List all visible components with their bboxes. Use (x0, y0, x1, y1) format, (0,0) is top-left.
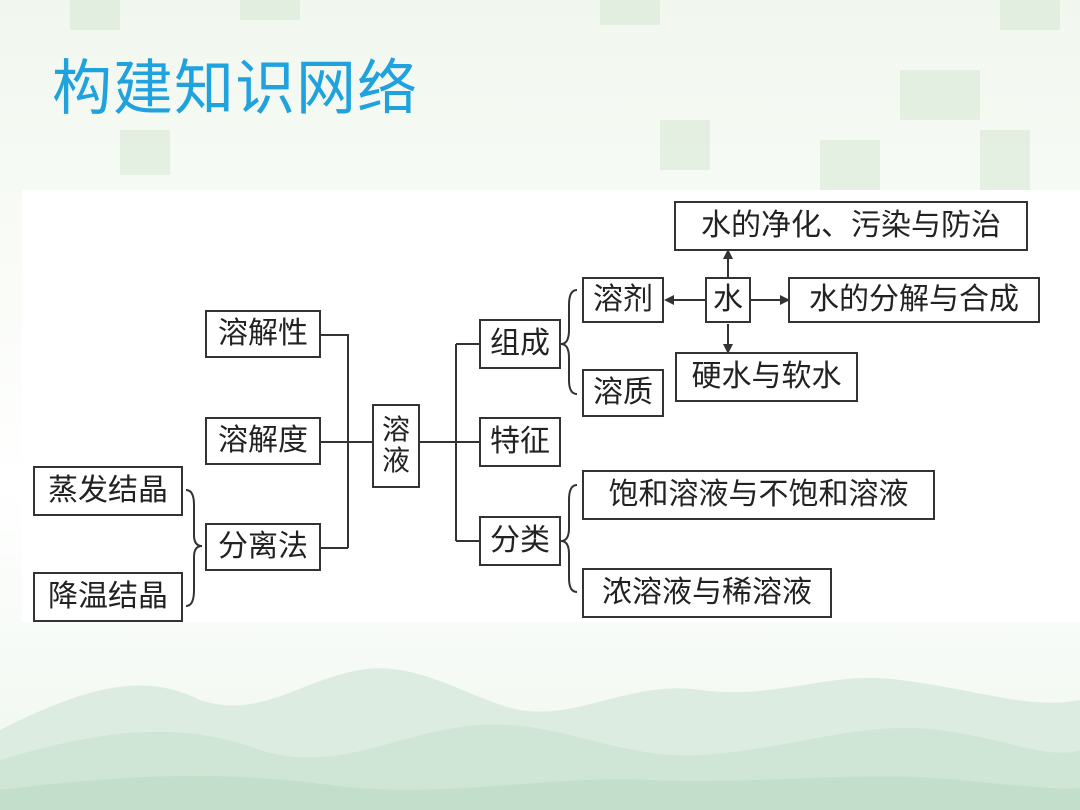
background-square (820, 140, 880, 190)
background-square (240, 0, 300, 20)
node-concentrated-dilute-solution: 浓溶液与稀溶液 (582, 568, 832, 618)
center-char: 液 (381, 444, 410, 477)
background-square (120, 130, 170, 175)
node-water-decomposition: 水的分解与合成 (788, 277, 1040, 323)
node-solute: 溶质 (582, 369, 664, 417)
node-saturated-solution: 饱和溶液与不饱和溶液 (582, 470, 935, 520)
background-square (1000, 0, 1060, 30)
node-separation-method: 分离法 (205, 523, 321, 571)
background-square (70, 0, 120, 30)
center-char: 溶 (381, 413, 410, 447)
node-evaporation-crystallization: 蒸发结晶 (33, 466, 183, 516)
background-square (600, 0, 660, 25)
node-solubility: 溶解性 (205, 310, 321, 358)
page-title: 构建知识网络 (52, 54, 418, 124)
node-hard-soft-water: 硬水与软水 (675, 352, 858, 402)
mountain-landscape (0, 668, 1080, 810)
node-composition: 组成 (479, 319, 561, 369)
node-feature: 特征 (479, 417, 561, 467)
node-classification: 分类 (479, 516, 561, 566)
node-solution-center: 溶 液 (372, 404, 420, 488)
node-solvent: 溶剂 (582, 277, 664, 323)
node-solubility-degree: 溶解度 (205, 417, 321, 465)
background-square (900, 70, 980, 120)
node-water: 水 (705, 277, 751, 323)
background-square (980, 130, 1030, 190)
node-cooling-crystallization: 降温结晶 (33, 572, 183, 622)
background-square (660, 120, 710, 170)
node-water-purification: 水的净化、污染与防治 (674, 201, 1028, 251)
